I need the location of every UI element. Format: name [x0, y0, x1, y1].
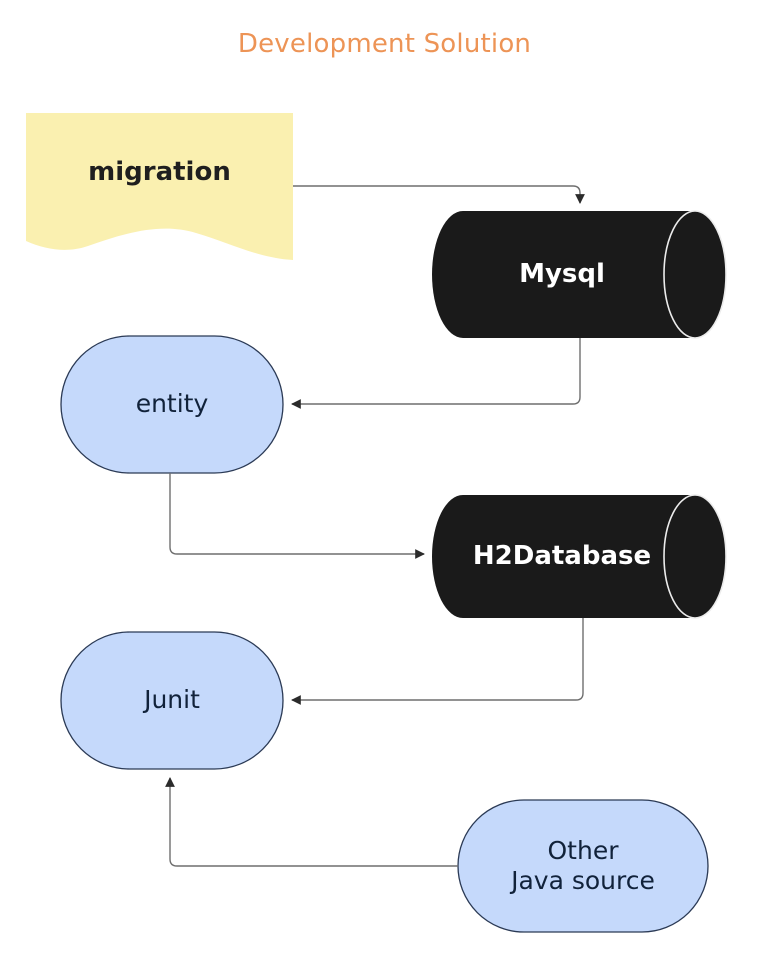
node-other-java-source-shape[interactable]: [457, 799, 709, 933]
edge-migration-to-mysql: [293, 185, 585, 204]
edge-mysql-to-entity: [291, 338, 581, 409]
edge-h2database-to-junit: [291, 618, 584, 705]
diagram-title: Development Solution: [237, 29, 532, 59]
node-mysql-shape[interactable]: [432, 210, 727, 339]
node-h2database-shape[interactable]: [431, 494, 727, 619]
edge-other-java-source-to-junit: [165, 777, 458, 867]
node-entity-shape[interactable]: [60, 335, 284, 474]
node-junit-shape[interactable]: [60, 631, 284, 770]
edge-entity-to-h2database: [169, 473, 425, 559]
node-migration-shape[interactable]: [26, 113, 293, 260]
